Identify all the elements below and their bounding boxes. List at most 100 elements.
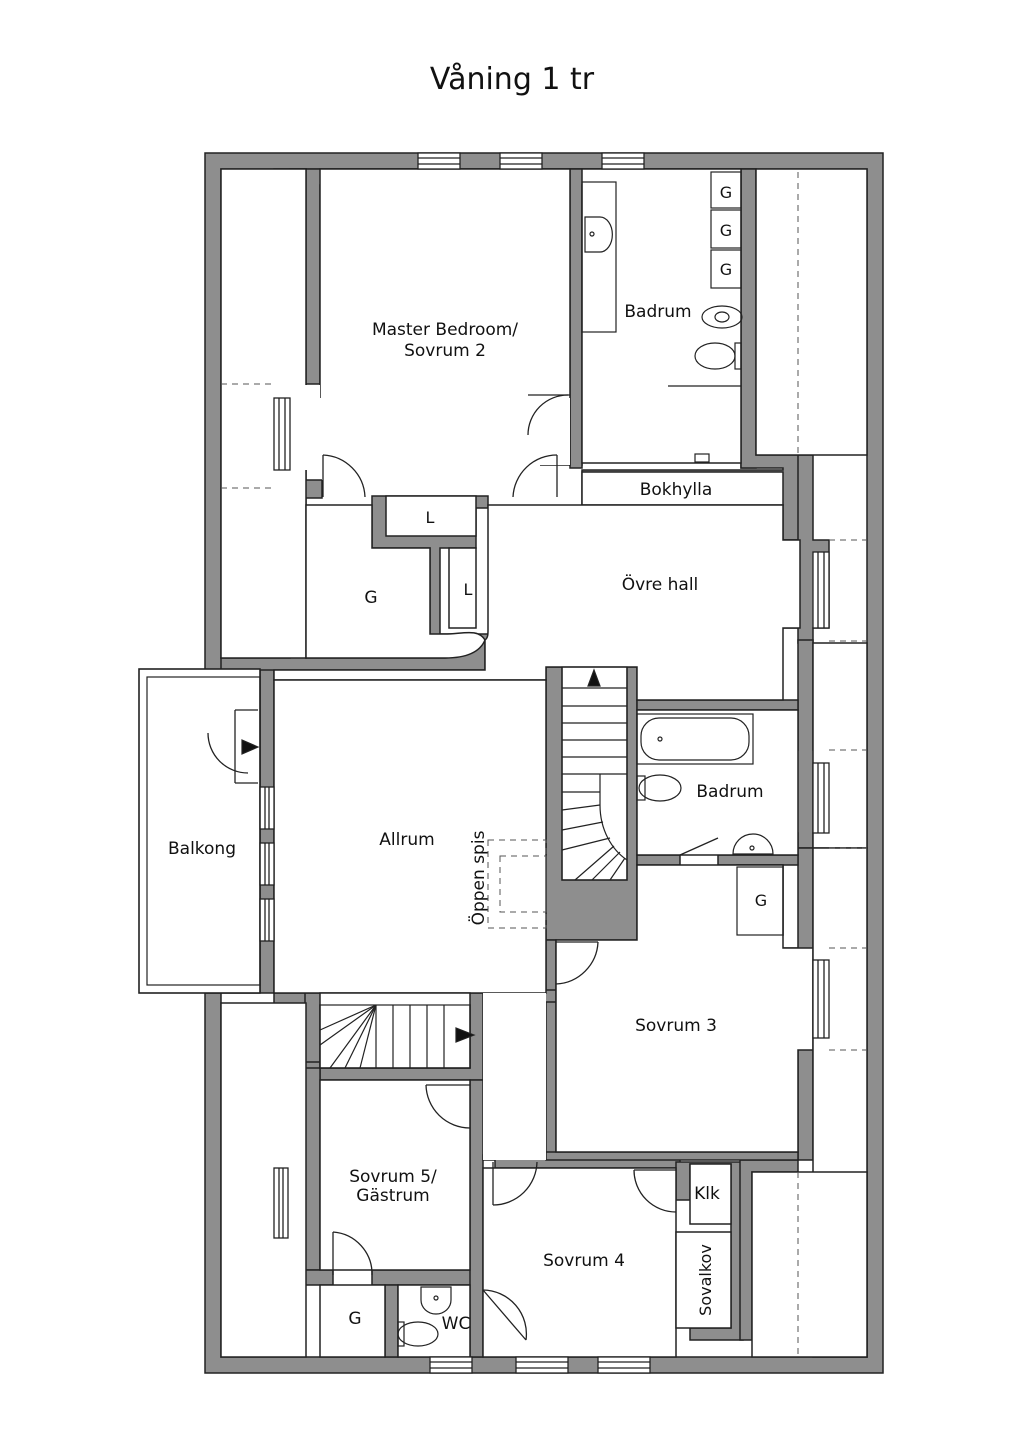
label-sovrum5-1: Sovrum 5/	[349, 1167, 437, 1187]
window-balkong-1	[259, 786, 275, 830]
bathtub	[636, 713, 754, 765]
door-sovrum5	[425, 1084, 471, 1129]
room-interiors	[138, 168, 868, 1358]
window-balkong-2	[259, 842, 275, 886]
sink-mid	[732, 833, 774, 855]
label-sovalkov: Sovalkov	[696, 1244, 715, 1316]
label-badrum-mid: Badrum	[696, 782, 763, 802]
window-bottom-1	[429, 1356, 473, 1374]
klk-room	[689, 1163, 732, 1225]
fixtures	[138, 171, 784, 1347]
label-g-right: G	[755, 891, 767, 910]
toilet-mid	[638, 774, 682, 802]
window-bottom-3	[597, 1356, 651, 1374]
window-top-1	[417, 152, 461, 170]
sink-top-bath	[584, 216, 613, 253]
label-bokhylla: Bokhylla	[640, 480, 713, 500]
allrum-room	[273, 679, 547, 994]
label-g-bottom: G	[348, 1309, 361, 1329]
fireplace-inner	[499, 855, 547, 913]
stair-arrow-right	[455, 1027, 476, 1043]
stair-arrow-up	[587, 668, 601, 687]
window-right-3	[812, 959, 830, 1039]
door-sovrum3	[555, 941, 599, 985]
label-sovrum5-2: Gästrum	[356, 1186, 429, 1206]
door-balkong	[207, 709, 258, 784]
page-title: Våning 1 tr	[429, 62, 595, 97]
label-l1: L	[426, 508, 435, 527]
stairs-upper	[561, 666, 628, 881]
sovalkov-room	[675, 1231, 732, 1329]
label-oppen-spis: Öppen spis	[467, 830, 489, 925]
label-g-mid: G	[364, 588, 377, 608]
master-lower-area	[290, 398, 570, 480]
label-sovrum3: Sovrum 3	[635, 1016, 717, 1036]
counter-top-bath	[581, 181, 617, 333]
wall-badrum-mid-2	[636, 854, 681, 866]
label-balkong: Balkong	[168, 839, 236, 859]
window-top-2	[499, 152, 543, 170]
window-left-master	[273, 397, 291, 471]
door-wc	[482, 1289, 528, 1341]
bidet	[701, 305, 743, 329]
wall-sovrum3-bottom	[545, 1151, 799, 1161]
wall-badrum-mid-3	[717, 854, 799, 866]
door-g-bottom	[332, 1231, 373, 1276]
wall-stair	[545, 666, 638, 941]
door-klk	[633, 1169, 677, 1213]
label-g-top-1: G	[720, 183, 732, 202]
label-allrum: Allrum	[379, 830, 434, 850]
balkong-room	[138, 668, 261, 994]
dashed-lines	[221, 172, 867, 1357]
window-right-1	[812, 551, 830, 629]
hall-lower	[483, 993, 546, 1160]
window-balkong-3	[259, 898, 275, 942]
sovrum5-room	[319, 1079, 471, 1271]
door-badrum-mid	[679, 837, 719, 856]
lower-stair-room	[319, 992, 471, 1069]
label-klk: Klk	[694, 1184, 720, 1204]
window-bottom-2	[515, 1356, 569, 1374]
wall-sovrum5-bottom-2	[371, 1269, 484, 1286]
badrum-top-room	[581, 168, 742, 464]
door-master-left	[322, 454, 366, 498]
right-strip-top	[755, 168, 868, 456]
wall-middle	[545, 939, 557, 1161]
label-master-2: Sovrum 2	[404, 341, 486, 361]
stairs-lower	[241, 739, 476, 1069]
door-master-badrum	[527, 394, 570, 436]
label-l2: L	[464, 580, 473, 599]
sink-wc	[420, 1286, 452, 1315]
door-sovrum4	[492, 1161, 538, 1206]
closet-l2	[448, 547, 477, 629]
closet-g	[305, 504, 486, 659]
label-g-top-2: G	[720, 221, 732, 240]
door-master-right	[512, 454, 558, 498]
labels: Master Bedroom/ Sovrum 2 Badrum G G G Bo…	[168, 183, 767, 1334]
balkong-arrow	[241, 739, 260, 755]
window-right-2	[812, 762, 830, 834]
windows	[259, 152, 830, 1374]
label-badrum-top: Badrum	[624, 302, 691, 322]
wall-badrum-mid	[636, 699, 799, 711]
window-top-3	[601, 152, 645, 170]
doors	[207, 394, 719, 1341]
label-g-top-3: G	[720, 260, 732, 279]
wall-wc	[384, 1284, 399, 1358]
label-ovre-hall: Övre hall	[622, 573, 699, 595]
label-wc: WC	[442, 1314, 471, 1334]
label-master-1: Master Bedroom/	[372, 320, 518, 340]
wall-wc-right	[469, 1079, 484, 1358]
window-left-sovrum5	[273, 1167, 289, 1239]
right-strip-bottom	[751, 1171, 868, 1358]
left-strip-bottom	[220, 1002, 307, 1358]
g-bottom-room	[319, 1284, 386, 1358]
wall-sovrum5	[304, 1067, 321, 1271]
label-sovrum4: Sovrum 4	[543, 1251, 625, 1271]
closet-l1	[385, 495, 477, 537]
bokhylla-box	[581, 471, 784, 506]
wall-sovrum5-bottom	[304, 1269, 334, 1286]
fireplace-outline	[487, 839, 547, 929]
ovre-hall-room	[273, 504, 801, 701]
